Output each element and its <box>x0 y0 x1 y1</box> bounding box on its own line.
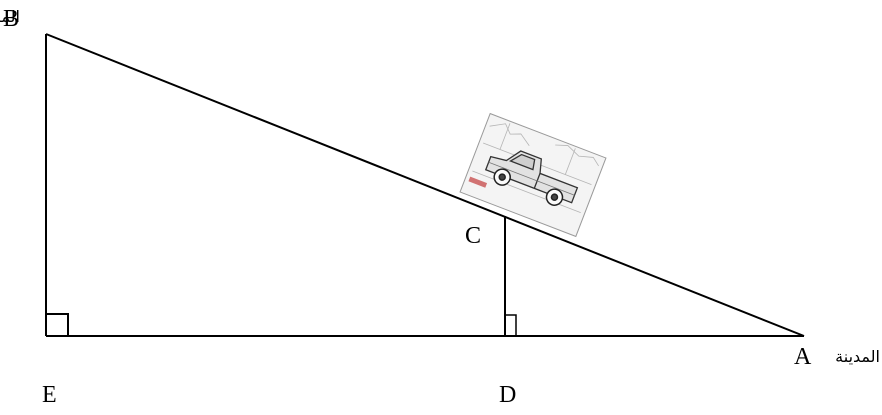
pickup-truck-image <box>459 112 607 238</box>
right-angle-marker-e <box>46 313 69 336</box>
right-angle-marker-d <box>505 314 517 336</box>
point-d-label: D <box>499 382 516 408</box>
city-b-letter-label: B <box>3 6 19 32</box>
city-a-letter-label: A <box>794 344 812 370</box>
city-a-word-label: المدينة <box>835 347 880 366</box>
point-c-label: C <box>465 223 481 249</box>
city-b-word-label: المدينة <box>0 7 20 26</box>
point-e-label: E <box>42 382 57 408</box>
segment-ba <box>45 33 805 337</box>
